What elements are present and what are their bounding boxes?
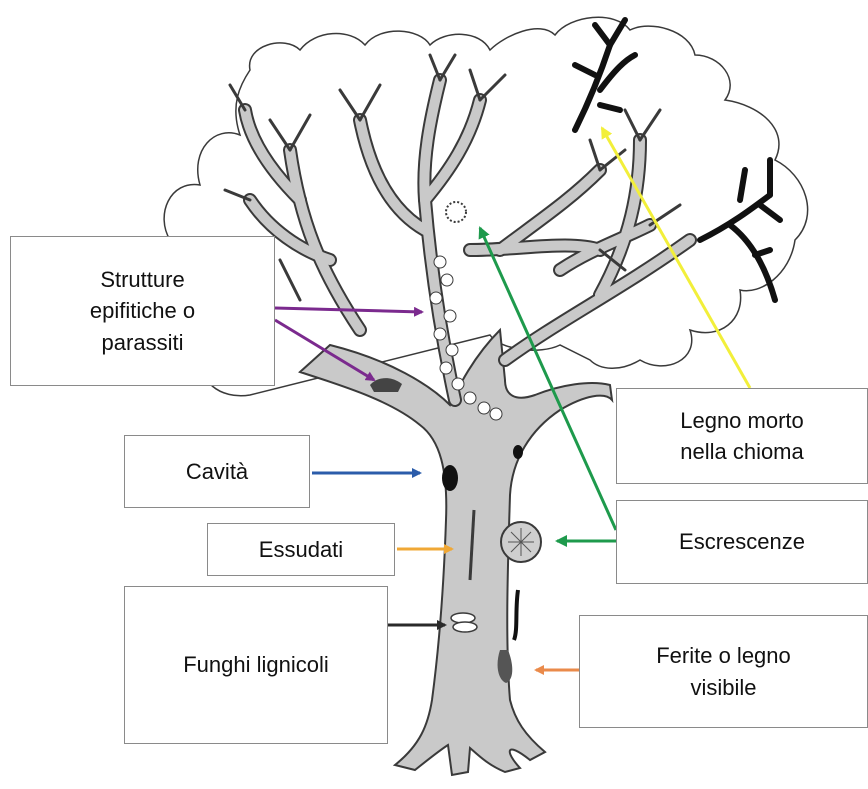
label-funghi: Funghi lignicoli [183,649,329,680]
cavity-hole [442,465,458,491]
bark-crack [514,590,518,640]
label-ferite: Ferite o legno visibile [656,640,791,702]
label-box-funghi: Funghi lignicoli [124,586,388,744]
label-cavita: Cavità [186,456,248,487]
label-box-essudati: Essudati [207,523,395,576]
label-essudati: Essudati [259,534,343,565]
label-box-cavita: Cavità [124,435,310,508]
cavity-hole-upper [513,445,523,459]
label-strutture: Strutture epifitiche o parassiti [90,264,195,358]
label-box-legno-morto: Legno morto nella chioma [616,388,868,484]
label-escrescenze: Escrescenze [679,526,805,557]
label-legno-morto: Legno morto nella chioma [680,405,804,467]
label-box-ferite: Ferite o legno visibile [579,615,868,728]
label-box-escrescenze: Escrescenze [616,500,868,584]
label-box-strutture: Strutture epifitiche o parassiti [10,236,275,386]
